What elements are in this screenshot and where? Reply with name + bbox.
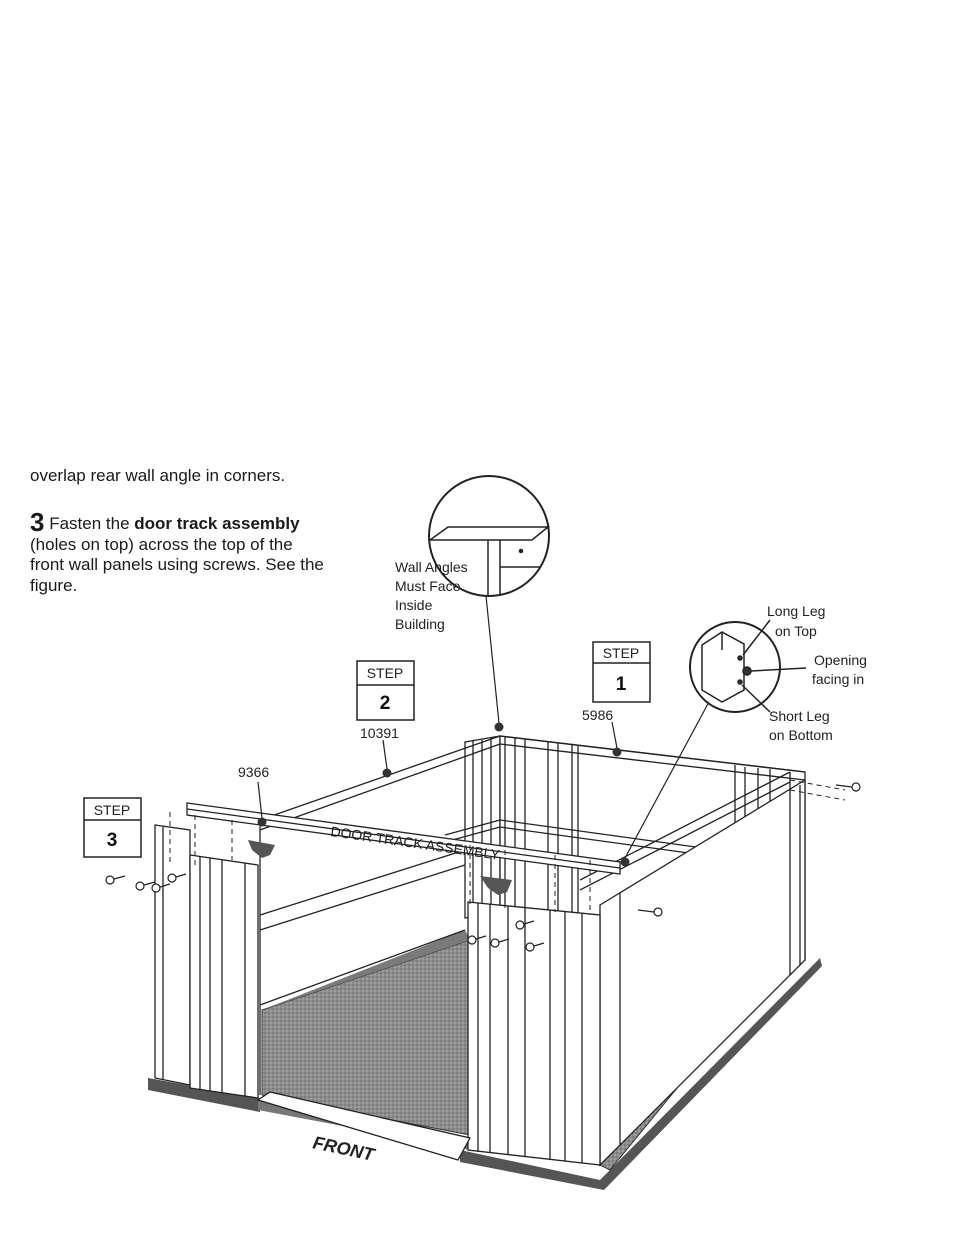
step-3-number: 3 xyxy=(107,830,118,851)
screw-icon xyxy=(105,782,861,952)
part-number-9366: 9366 xyxy=(238,764,269,780)
short-leg-callout: Short Leg on Bottom xyxy=(769,708,833,743)
step3-number: 3 xyxy=(30,507,45,537)
left-wall xyxy=(259,735,501,1095)
step3-text-after: (holes on top) across the top of the fro… xyxy=(30,534,324,595)
long-leg-detail xyxy=(689,619,807,713)
step-3-box: STEP 3 xyxy=(83,797,142,858)
wall-angles-callout: Wall Angles Must Face Inside Building xyxy=(395,559,468,632)
front-panel-left xyxy=(154,824,259,1099)
wall-angles-line-4: Building xyxy=(395,616,445,632)
placement-guides xyxy=(169,779,846,915)
step3-text-before: Fasten the xyxy=(44,514,135,533)
wall-angles-line-1: Wall Angles xyxy=(395,559,468,575)
step3-instruction: 3 Fasten the door track assembly (holes … xyxy=(30,509,330,596)
opening-callout: Opening facing in xyxy=(812,652,867,687)
part-number-5986: 5986 xyxy=(582,707,613,723)
down-arrow-icon xyxy=(248,840,512,895)
step-2-box: STEP 2 xyxy=(356,660,415,721)
step3-door-track-term: door track assembly xyxy=(134,514,300,533)
step-2-label: STEP xyxy=(367,665,404,681)
long-leg-line-1: Long Leg xyxy=(767,603,825,619)
wall-angles-line-2: Must Face xyxy=(395,578,461,594)
step-3-label: STEP xyxy=(94,802,131,818)
leader-lines xyxy=(257,595,711,859)
long-leg-line-2: on Top xyxy=(775,623,817,639)
short-leg-line-1: Short Leg xyxy=(769,708,830,724)
wall-angles-line-3: Inside xyxy=(395,597,433,613)
front-panel-right xyxy=(467,901,601,1166)
intro-line: overlap rear wall angle in corners. xyxy=(30,466,286,485)
short-leg-line-2: on Bottom xyxy=(769,727,833,743)
front-label: FRONT xyxy=(311,1132,378,1165)
opening-line-2: facing in xyxy=(812,671,864,687)
wall-angle-detail xyxy=(427,475,551,597)
part-number-10391: 10391 xyxy=(360,725,399,741)
step-1-box: STEP 1 xyxy=(592,641,651,703)
step-1-number: 1 xyxy=(616,674,627,695)
long-leg-callout: Long Leg on Top xyxy=(767,603,825,639)
part-markers xyxy=(257,722,630,867)
step-1-label: STEP xyxy=(603,645,640,661)
step-2-number: 2 xyxy=(380,693,391,714)
opening-line-1: Opening xyxy=(814,652,867,668)
